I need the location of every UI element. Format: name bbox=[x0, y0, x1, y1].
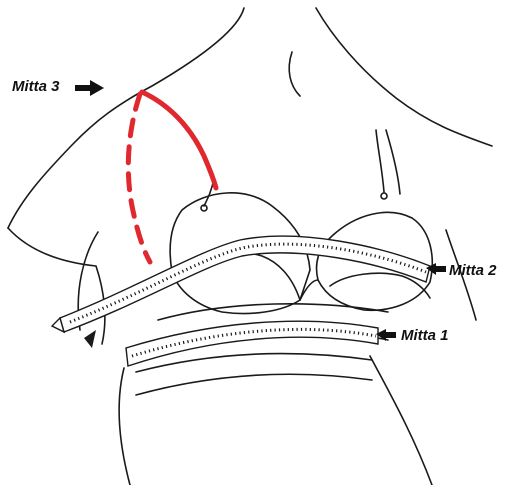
arrow-right-icon bbox=[75, 80, 104, 96]
tape-mitta-2 bbox=[52, 236, 430, 332]
tape-mitta-1 bbox=[126, 321, 378, 366]
tape-end bbox=[84, 330, 96, 348]
under-band-line bbox=[136, 354, 372, 372]
waist-curve bbox=[136, 374, 372, 395]
label-mitta-1: Mitta 1 bbox=[401, 327, 449, 344]
mitta-3-red-line bbox=[128, 92, 216, 262]
right-strap bbox=[376, 130, 384, 192]
label-mitta-3: Mitta 3 bbox=[12, 78, 60, 95]
right-torso bbox=[370, 356, 432, 485]
arrow-left-icon bbox=[376, 329, 396, 341]
arrow-left-icon bbox=[426, 263, 446, 275]
left-torso bbox=[119, 368, 130, 485]
bra-band-top bbox=[158, 304, 388, 320]
strap-ring-right bbox=[381, 193, 387, 199]
neck-side bbox=[289, 52, 300, 96]
right-strap-2 bbox=[386, 130, 400, 194]
label-mitta-2: Mitta 2 bbox=[449, 262, 497, 279]
shoulder-outline bbox=[316, 8, 492, 146]
